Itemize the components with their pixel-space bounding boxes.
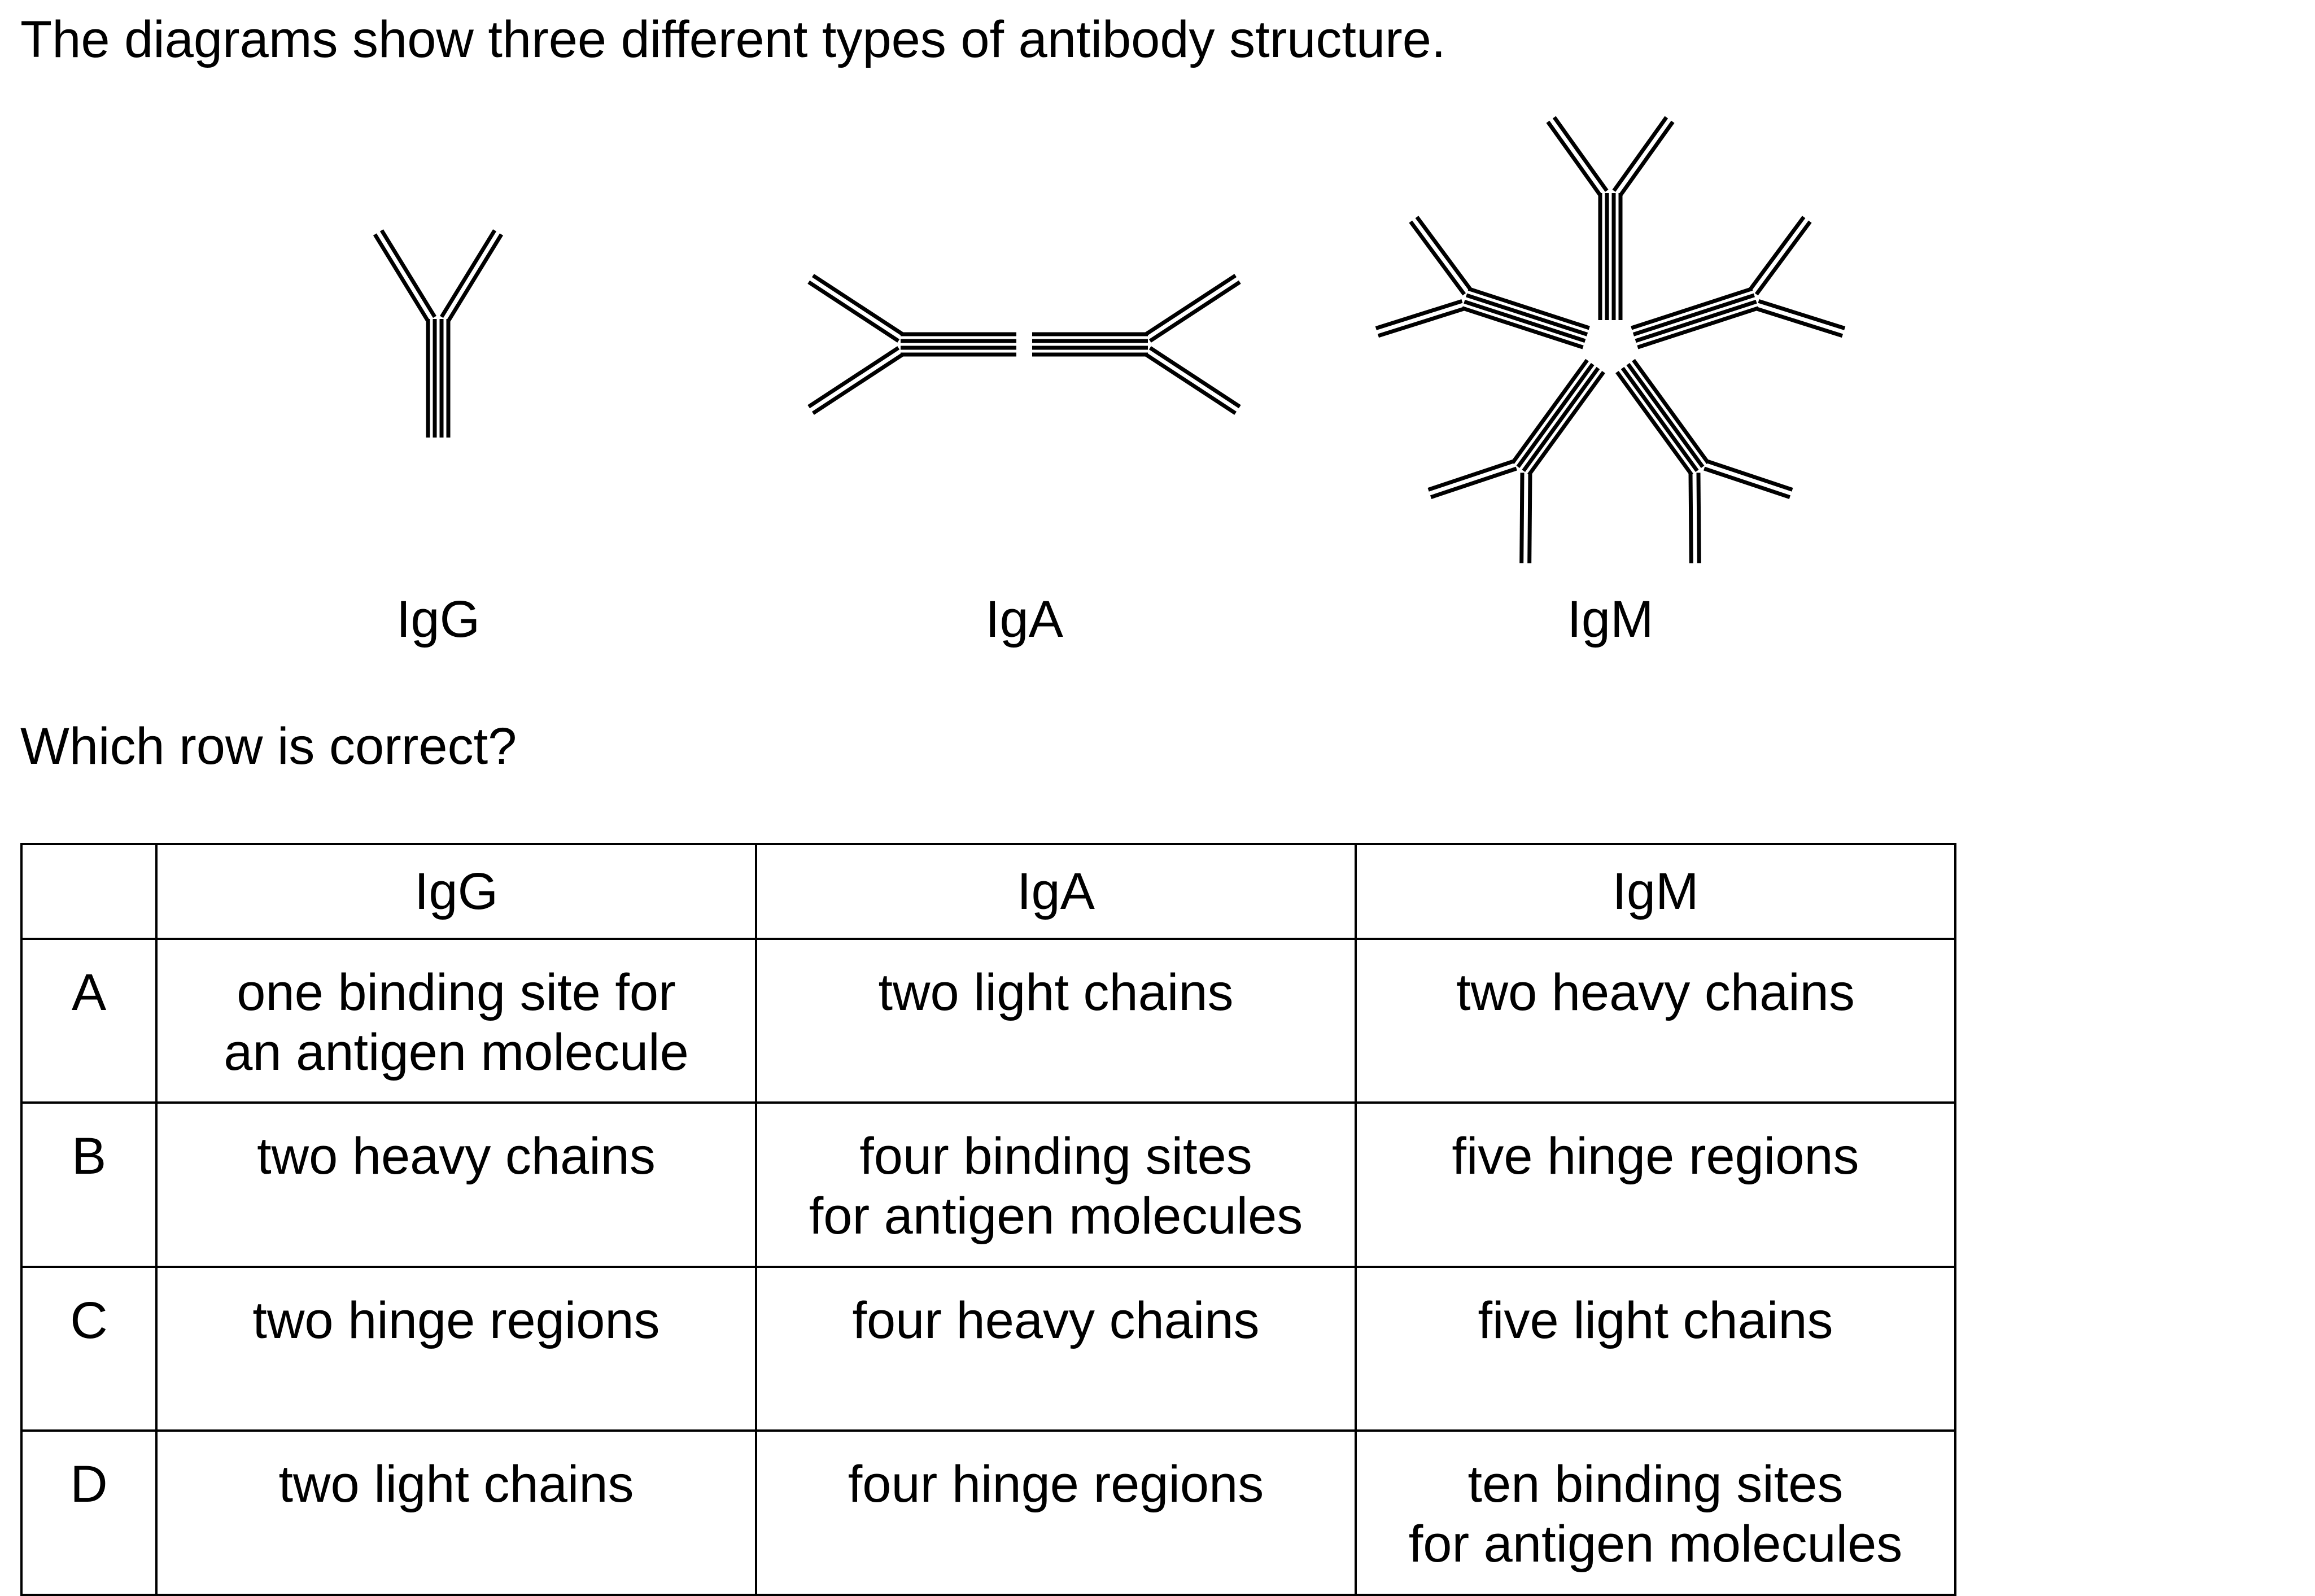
cell-text: two heavy chains (257, 1127, 656, 1185)
cell-text: two light chains (278, 1455, 634, 1513)
cell-text: one binding site for (237, 964, 676, 1021)
cell-igm: five light chains (1355, 1266, 1956, 1432)
cell-text: two light chains (878, 964, 1234, 1021)
cell-text: for antigen molecules (809, 1187, 1303, 1245)
question-text: Which row is correct? (20, 718, 517, 775)
cell-text: four binding sites (859, 1127, 1252, 1185)
cell-text: an antigen molecule (224, 1024, 689, 1081)
igm-structure-diagram (1375, 116, 1846, 563)
cell-text: ten binding sites (1467, 1455, 1844, 1513)
cell-iga: two light chains (755, 938, 1357, 1104)
table-row: D two light chains four hinge regions te… (20, 1429, 1956, 1596)
cell-igg: two heavy chains (155, 1101, 757, 1268)
cell-text: five light chains (1478, 1292, 1833, 1349)
cell-text: for antigen molecules (1408, 1515, 1903, 1573)
cell-text: five hinge regions (1452, 1127, 1859, 1185)
igg-label: IgG (396, 591, 481, 648)
row-letter: A (20, 938, 158, 1104)
cell-text: four heavy chains (852, 1292, 1260, 1349)
cell-igm: ten binding sites for antigen molecules (1355, 1429, 1956, 1596)
cell-iga: four hinge regions (755, 1429, 1357, 1596)
table-row: C two hinge regions four heavy chains fi… (20, 1266, 1956, 1432)
header-blank (20, 843, 158, 940)
cell-iga: four heavy chains (755, 1266, 1357, 1432)
row-letter: B (20, 1101, 158, 1268)
header-igg: IgG (155, 843, 757, 940)
cell-text: four hinge regions (848, 1455, 1264, 1513)
intro-text: The diagrams show three different types … (20, 11, 1446, 68)
cell-text: two heavy chains (1456, 964, 1855, 1021)
header-igm: IgM (1355, 843, 1956, 940)
cell-igm: two heavy chains (1355, 938, 1956, 1104)
table-header-row: IgG IgA IgM (20, 843, 1956, 940)
table-row: A one binding site for an antigen molecu… (20, 938, 1956, 1104)
row-letter: C (20, 1266, 158, 1432)
antibody-diagrams-svg (373, 116, 1846, 563)
cell-igm: five hinge regions (1355, 1101, 1956, 1268)
row-letter: D (20, 1429, 158, 1596)
cell-igg: one binding site for an antigen molecule (155, 938, 757, 1104)
iga-label: IgA (985, 591, 1064, 648)
iga-structure-diagram (807, 274, 1241, 415)
cell-text: two hinge regions (252, 1292, 660, 1349)
cell-igg: two light chains (155, 1429, 757, 1596)
cell-iga: four binding sites for antigen molecules (755, 1101, 1357, 1268)
cell-igg: two hinge regions (155, 1266, 757, 1432)
antibody-diagrams: IgG IgA IgM (0, 0, 2315, 706)
table-row: B two heavy chains four binding sites fo… (20, 1101, 1956, 1268)
header-iga: IgA (755, 843, 1357, 940)
igg-structure-diagram (373, 229, 504, 438)
answer-table: IgG IgA IgM A one binding site for an an… (20, 843, 1956, 1596)
igm-label: IgM (1567, 591, 1654, 648)
